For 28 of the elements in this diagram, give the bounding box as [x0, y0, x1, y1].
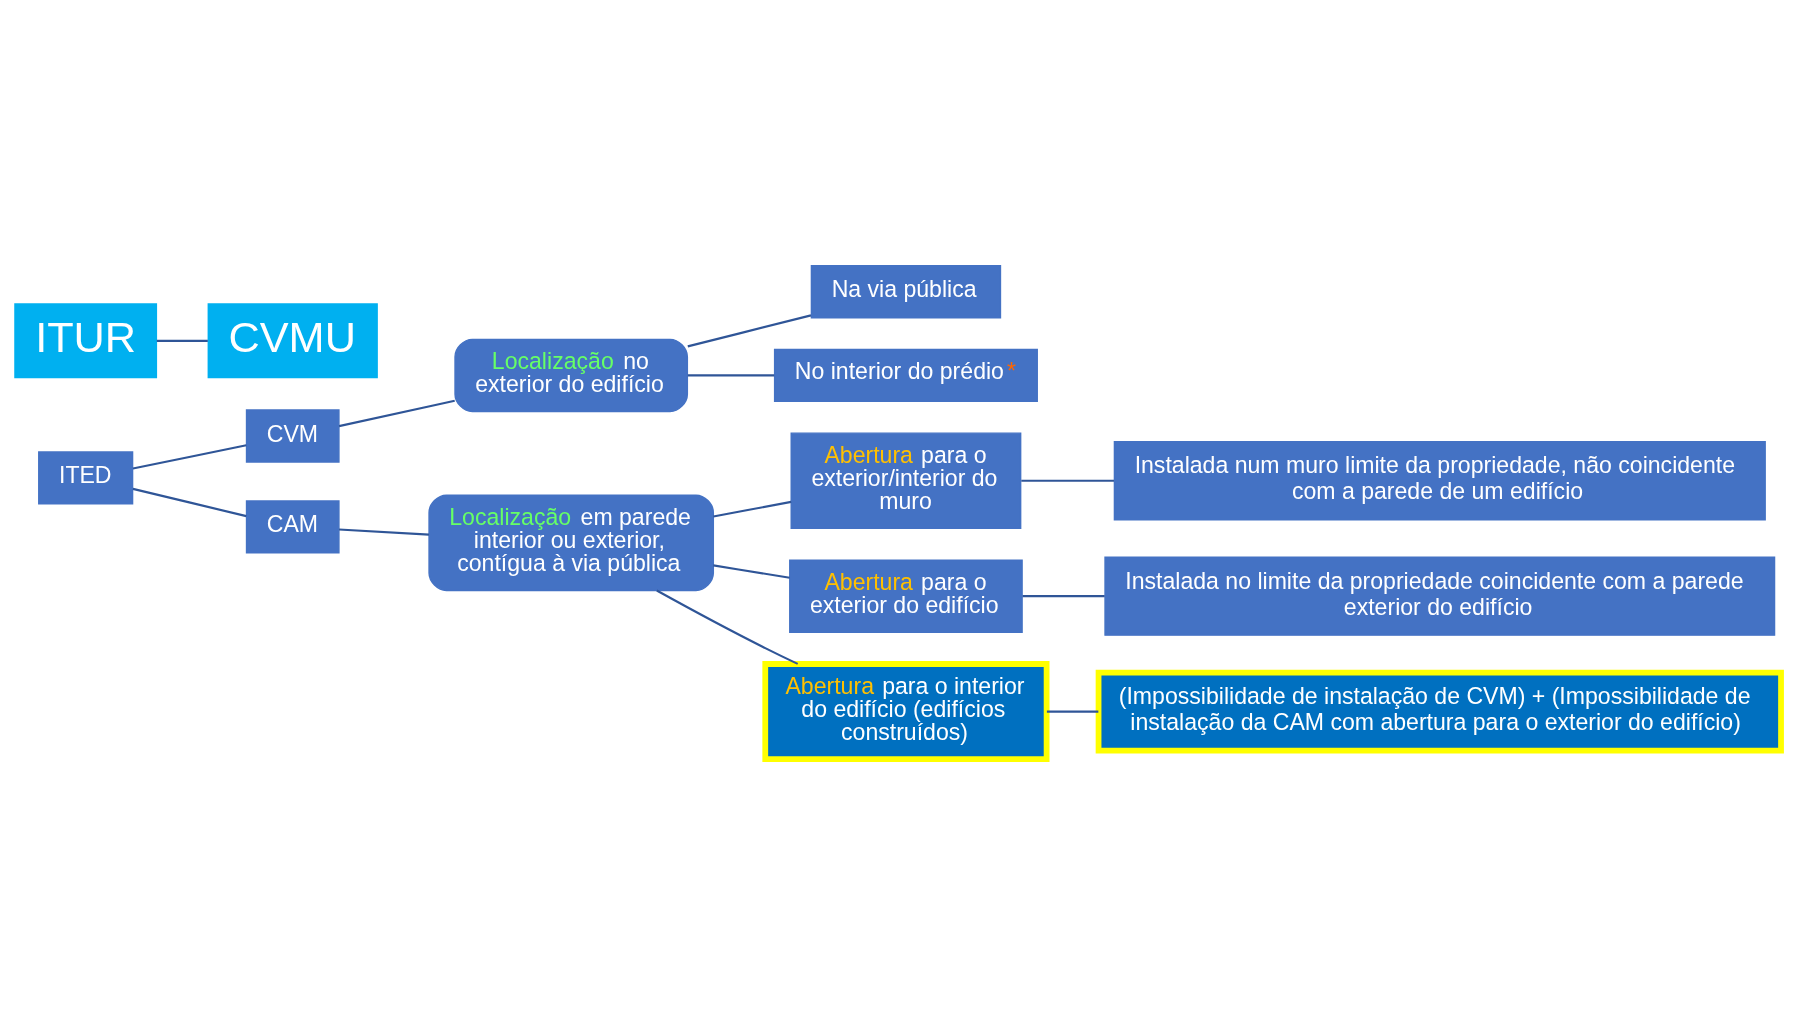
connector: [132, 443, 247, 470]
node-box: Localização em parede interior ou exterior, contígua à via pública: [428, 493, 715, 591]
node-box: Na via pública: [810, 264, 1002, 318]
node-box: ITUR: [14, 302, 158, 378]
connector: [338, 399, 455, 427]
node-box: (Impossibilidade de instalação de CVM) + (Impossibilidade de instalação da CAM com abertura para o exterior do edifício): [1095, 669, 1784, 753]
connector: [656, 589, 799, 665]
connector: [339, 527, 430, 536]
node-box: Instalada num muro limite da propriedade, não coincidente com a parede de um edifício: [1113, 440, 1766, 520]
node-box: ITED: [38, 450, 134, 505]
node-box: Abertura para o exterior do edifício: [789, 558, 1023, 633]
connector: [156, 339, 208, 342]
connector: [687, 313, 812, 347]
node-box: CVMU: [207, 302, 378, 378]
node-box: Instalada no limite da propriedade coincidente com a parede exterior do edifício: [1104, 556, 1776, 636]
connector: [713, 563, 790, 579]
connector: [713, 500, 792, 518]
connector: [1022, 594, 1105, 597]
node-box: Abertura para o interior do edifício (edifícios construídos): [762, 660, 1050, 762]
node-box: CVM: [245, 408, 340, 463]
connector: [132, 487, 247, 517]
node-box: Abertura para o exterior/interior do muro: [790, 431, 1022, 529]
connector: [1046, 710, 1099, 713]
node-box: CAM: [245, 499, 340, 554]
node-box: Localização no exterior do edifício: [454, 338, 689, 412]
connector: [687, 373, 775, 376]
connector: [1021, 479, 1114, 482]
node-box: No interior do prédio*: [773, 348, 1038, 402]
